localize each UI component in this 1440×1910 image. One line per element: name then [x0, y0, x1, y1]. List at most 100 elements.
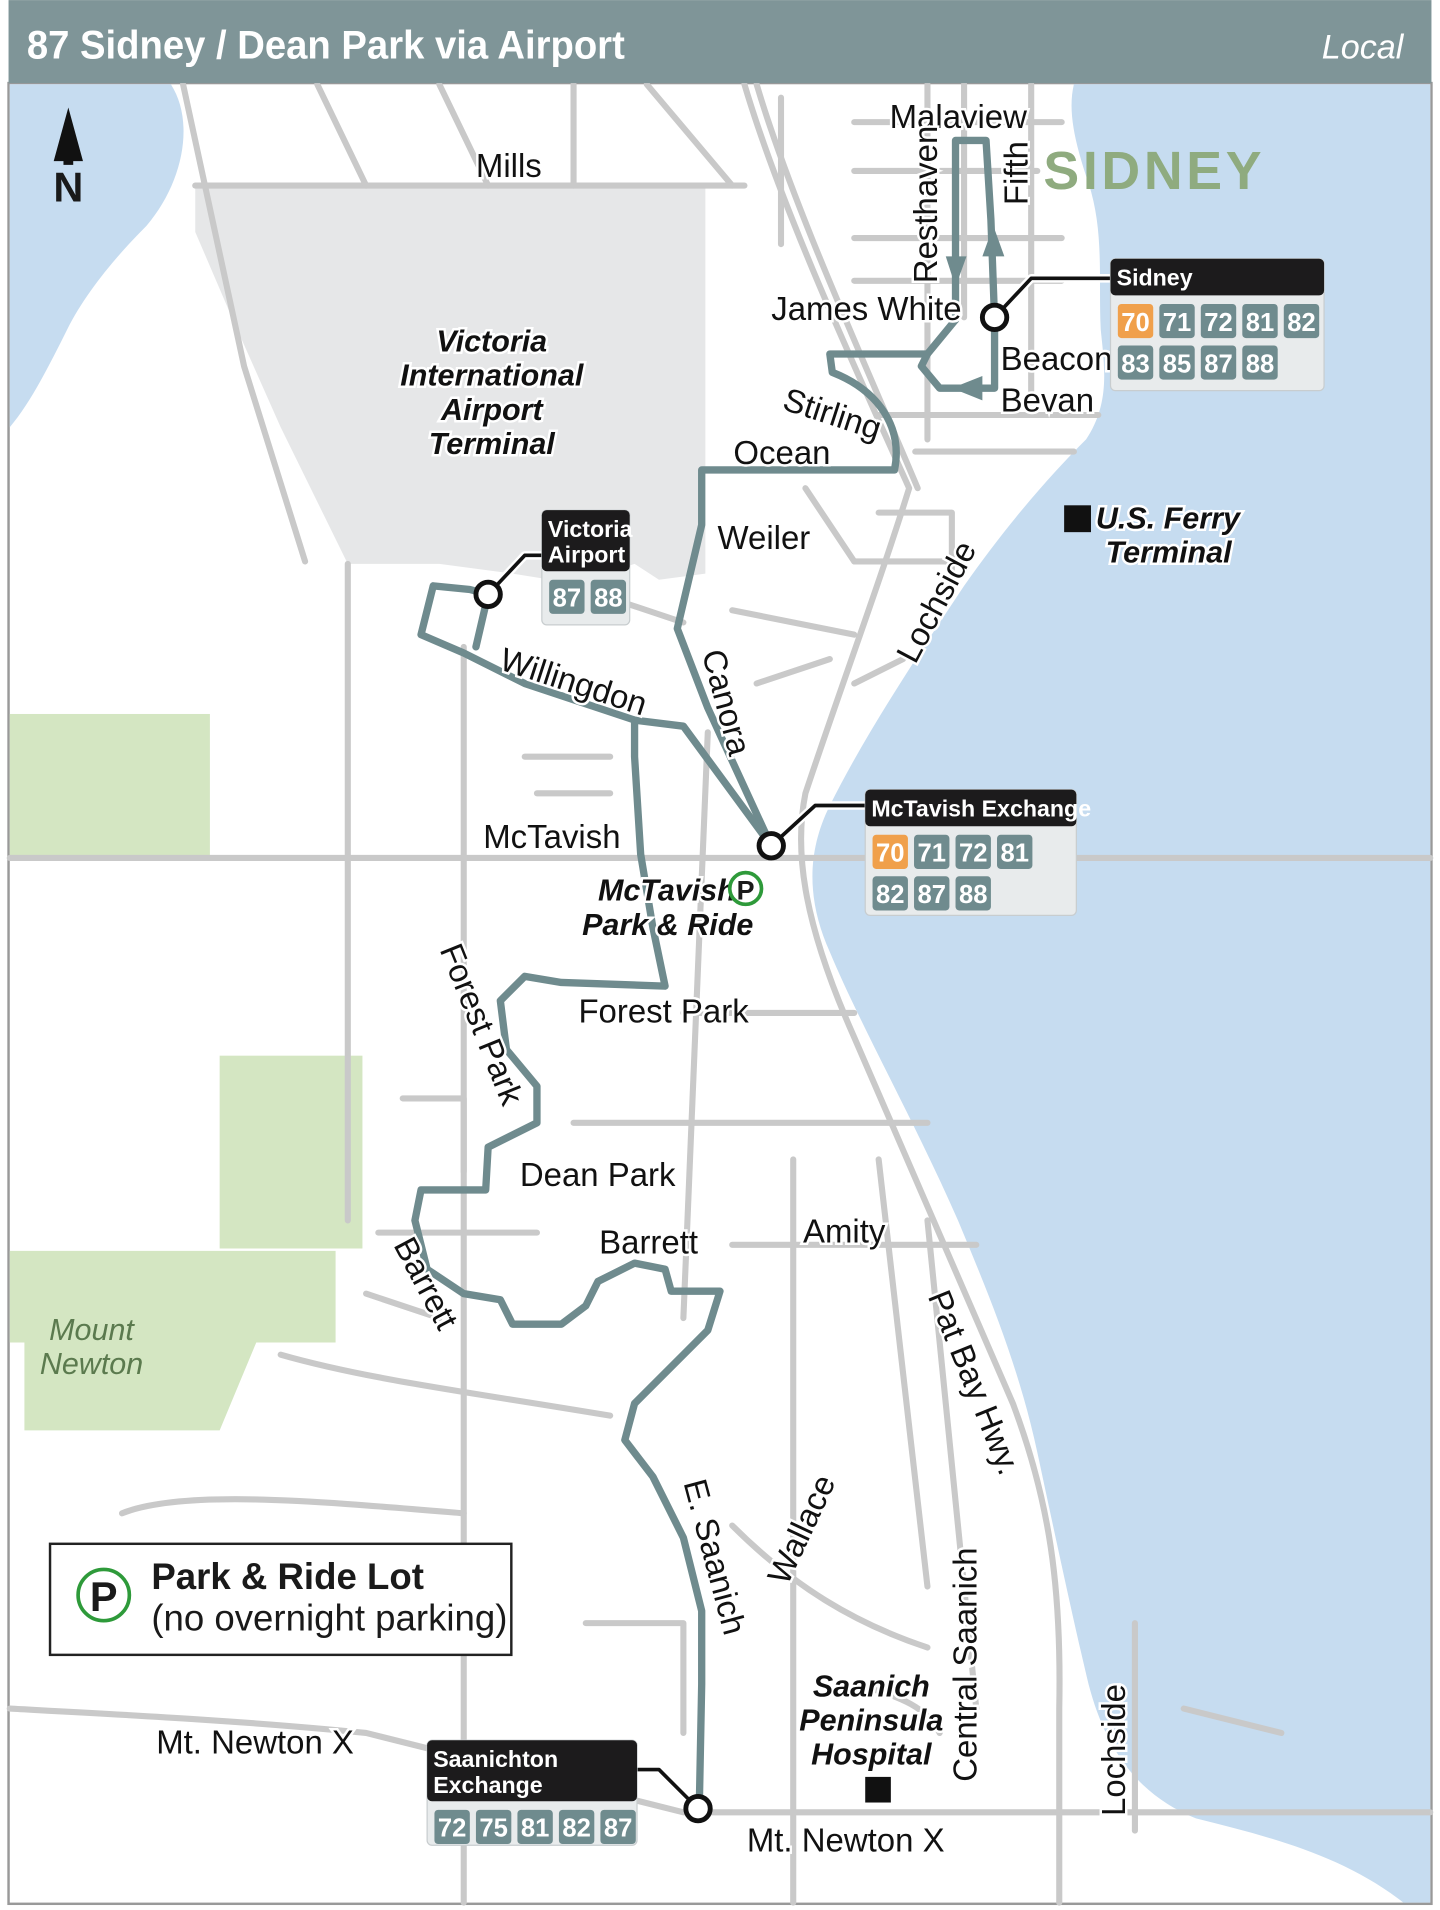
hospital-label: Saanich Peninsula Hospital — [797, 1667, 946, 1774]
route-badge-82[interactable]: 82 — [1283, 303, 1320, 339]
stop-name-bar — [541, 510, 630, 572]
stop-marker-sidney[interactable] — [979, 302, 1010, 333]
svg-text:McTavish: McTavish — [598, 874, 736, 908]
route-badge-88[interactable]: 88 — [955, 876, 991, 911]
service-type: Local — [1322, 29, 1405, 67]
direction-arrow-icon — [945, 256, 967, 287]
street-label: James White — [771, 290, 961, 327]
legend-title: Park & Ride Lot — [151, 1556, 424, 1597]
airport-terminal-label: Victoria International Airport Terminal — [398, 322, 586, 463]
route-number: 83 — [1121, 350, 1150, 378]
stop-name: Saanichton — [433, 1746, 558, 1772]
park — [9, 713, 210, 858]
street-label: Barrett — [599, 1223, 698, 1260]
street-label: Forest Park — [578, 993, 749, 1030]
route-number: 88 — [594, 585, 623, 613]
street-label: Malaview — [890, 98, 1027, 135]
svg-text:P: P — [90, 1573, 118, 1620]
stop-name: Airport — [548, 542, 626, 568]
street-label: Beacon — [1001, 340, 1113, 377]
water-west — [9, 84, 184, 428]
route-badge-81[interactable]: 81 — [517, 1809, 553, 1845]
stop-box-sidney[interactable]: Sidney 70 71 72 81 82 83 85 87 88 — [1109, 258, 1325, 392]
header-bar — [8, 0, 1432, 84]
stop-name: McTavish Exchange — [871, 795, 1091, 821]
route-badge-83[interactable]: 83 — [1117, 345, 1154, 380]
route-badge-82[interactable]: 82 — [872, 876, 908, 911]
route-badge-70[interactable]: 70 — [872, 834, 908, 869]
direction-arrow-icon — [951, 375, 983, 401]
street-label: Bevan — [1001, 381, 1094, 418]
svg-text:Saanich: Saanich — [813, 1669, 930, 1703]
north-arrow-icon — [53, 107, 83, 165]
route-badge-88[interactable]: 88 — [1242, 345, 1278, 380]
route-badge-75[interactable]: 75 — [475, 1809, 512, 1845]
park-ride-legend-icon — [76, 1567, 132, 1623]
svg-text:Peninsula: Peninsula — [799, 1704, 943, 1738]
route-badge-72[interactable]: 72 — [1200, 303, 1237, 339]
street-label: Ocean — [733, 434, 830, 471]
street-label: Weiler — [718, 519, 811, 556]
route-number: 71 — [1163, 309, 1192, 337]
route-badge-87[interactable]: 87 — [600, 1809, 636, 1845]
town-label: SIDNEY — [1043, 141, 1265, 201]
svg-text:Park & Ride: Park & Ride — [582, 908, 753, 942]
street-label: Mt. Newton X — [747, 1821, 945, 1858]
hospital-icon — [865, 1776, 891, 1803]
ferry-terminal-icon — [1064, 505, 1091, 533]
route-number: 82 — [1287, 309, 1316, 337]
route-number: 81 — [1246, 309, 1275, 337]
street-label: Resthaven — [907, 126, 944, 283]
route-badge-71[interactable]: 71 — [1159, 303, 1195, 339]
route-badge-85[interactable]: 85 — [1159, 345, 1195, 380]
route-badge-81[interactable]: 81 — [1242, 303, 1278, 339]
route-badge-87[interactable]: 87 — [914, 876, 950, 911]
stop-name: Exchange — [433, 1772, 543, 1798]
route-badge-72[interactable]: 72 — [955, 834, 991, 869]
route-badge-87[interactable]: 87 — [1200, 345, 1237, 380]
route-number: 85 — [1163, 350, 1192, 378]
route-badge-88[interactable]: 88 — [590, 579, 627, 614]
route-title: 87 Sidney / Dean Park via Airport — [27, 23, 625, 68]
stop-marker-saanichton[interactable] — [683, 1793, 713, 1824]
svg-text:International: International — [400, 359, 584, 393]
stop-name-bar — [427, 1740, 638, 1802]
route-badge-81[interactable]: 81 — [997, 834, 1033, 869]
legend: P Park & Ride Lot (no overnight parking) — [48, 1542, 513, 1657]
water-east — [812, 84, 1431, 1903]
route-87-line — [411, 136, 1005, 1813]
route-number: 87 — [553, 585, 581, 613]
route-badge-82[interactable]: 82 — [558, 1809, 595, 1845]
stop-name: Sidney — [1117, 265, 1193, 291]
street-label: Fifth — [998, 141, 1035, 205]
route-number: 87 — [604, 1815, 633, 1843]
stop-marker-mctavish[interactable] — [756, 831, 786, 861]
svg-text:Airport: Airport — [440, 393, 545, 427]
stop-marker-airport[interactable] — [473, 579, 503, 610]
route-number: 87 — [1204, 350, 1233, 378]
route-number: 88 — [1246, 350, 1275, 378]
street-label: Mills — [476, 147, 542, 184]
legend-note: (no overnight parking) — [151, 1597, 507, 1638]
svg-text:Terminal: Terminal — [429, 427, 556, 461]
route-badge-70[interactable]: 70 — [1117, 303, 1154, 339]
leader-lines — [485, 274, 1113, 1812]
ferry-terminal-label: U.S. Ferry Terminal — [1093, 499, 1244, 572]
route-badge-71[interactable]: 71 — [914, 834, 950, 869]
route-badge-87[interactable]: 87 — [549, 579, 585, 614]
street-label: McTavish — [483, 818, 620, 855]
street-label: Lochside — [1095, 1684, 1132, 1816]
stop-name-bar — [1110, 258, 1325, 296]
street-label: Central Saanich — [946, 1547, 983, 1781]
route-number: 81 — [521, 1815, 550, 1843]
street-label: Dean Park — [520, 1156, 676, 1193]
route-badge-72[interactable]: 72 — [434, 1809, 470, 1845]
direction-arrow-icon — [982, 225, 1005, 257]
park-ride-icon: P — [727, 870, 764, 907]
route-number: 72 — [438, 1815, 467, 1843]
route-number: 82 — [876, 881, 905, 909]
